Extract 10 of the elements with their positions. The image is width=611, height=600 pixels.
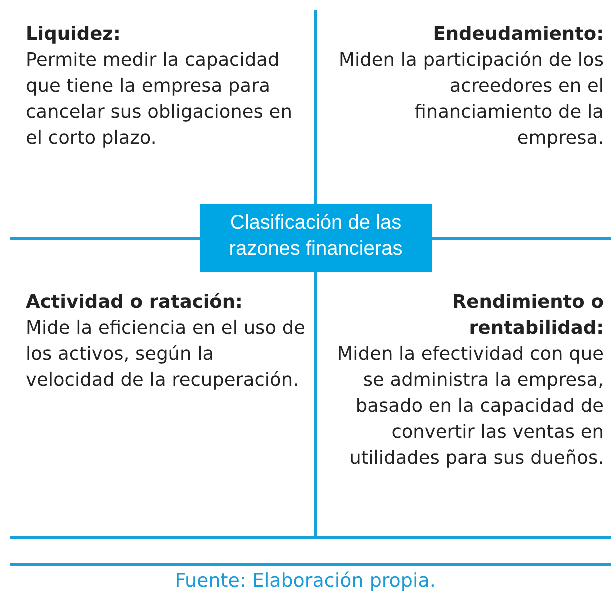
category-description: Miden la participación de los acreedores en el financiamiento de la empresa. — [338, 49, 604, 151]
category-heading: Rendimiento o rentabilidad: — [451, 291, 604, 341]
title-box: Clasificación de las razones financieras — [200, 204, 432, 272]
category-description: Permite medir la capacidad que tiene la empresa para cancelar sus obligaciones en el corto plazo. — [26, 49, 294, 151]
category-description: Mide la eficiencia en el uso de los activos, según la velocidad de la recuperación. — [26, 317, 306, 393]
source-caption: Fuente: Elaboración propia. — [174, 569, 437, 594]
category-heading: Liquidez: — [26, 23, 122, 47]
category-heading: Actividad o ratación: — [26, 291, 244, 315]
category-heading: Endeudamiento: — [432, 23, 604, 47]
category-description: Miden la efectividad con que se administra la empresa, basado en la capacidad de convertir las ventas en utilidades para sus dueños. — [336, 343, 604, 471]
